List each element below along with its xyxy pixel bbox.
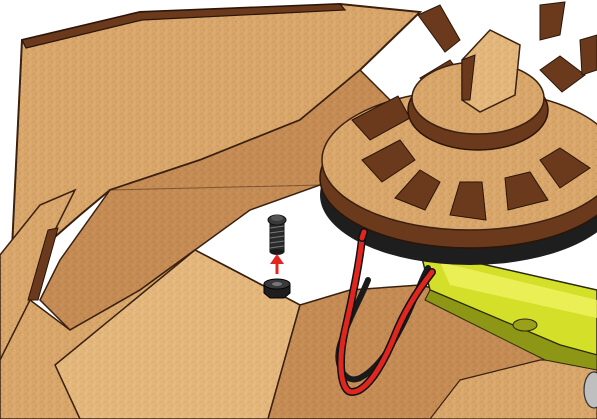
screw-head-top <box>271 215 283 221</box>
red-wire-tip-fill <box>362 232 364 238</box>
gear-opening <box>540 56 585 92</box>
gear-rib <box>580 35 597 75</box>
arrow-head <box>270 254 284 264</box>
screw <box>268 215 286 255</box>
motor-mount-tab <box>513 319 537 331</box>
gear-rib <box>540 2 565 40</box>
assembly-arrow <box>270 254 284 274</box>
gear-rib <box>418 5 460 52</box>
hex-nut <box>264 279 290 298</box>
nut-hole <box>272 282 282 286</box>
